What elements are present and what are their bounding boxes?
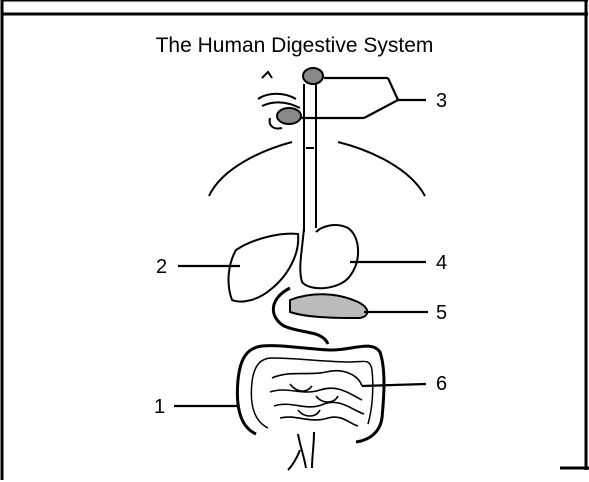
esophagus (304, 84, 316, 232)
rectum (288, 432, 314, 470)
label-2: 2 (156, 256, 167, 279)
pancreas (290, 294, 367, 318)
label-4: 4 (436, 252, 447, 275)
leader-line-3-join-top (388, 78, 398, 100)
label-1: 1 (154, 396, 165, 419)
mouth-and-salivary-glands (258, 68, 323, 129)
small-intestine (270, 371, 364, 426)
leader-lines (174, 78, 428, 406)
leader-line-6 (362, 384, 426, 386)
label-3: 3 (436, 90, 447, 113)
leader-line-3-join-bottom (364, 100, 398, 118)
liver (229, 234, 299, 302)
label-5: 5 (436, 302, 447, 325)
diagram-title: The Human Digestive System (0, 34, 589, 58)
stomach (300, 225, 358, 288)
large-intestine-inner (251, 358, 372, 428)
label-6: 6 (436, 373, 447, 396)
